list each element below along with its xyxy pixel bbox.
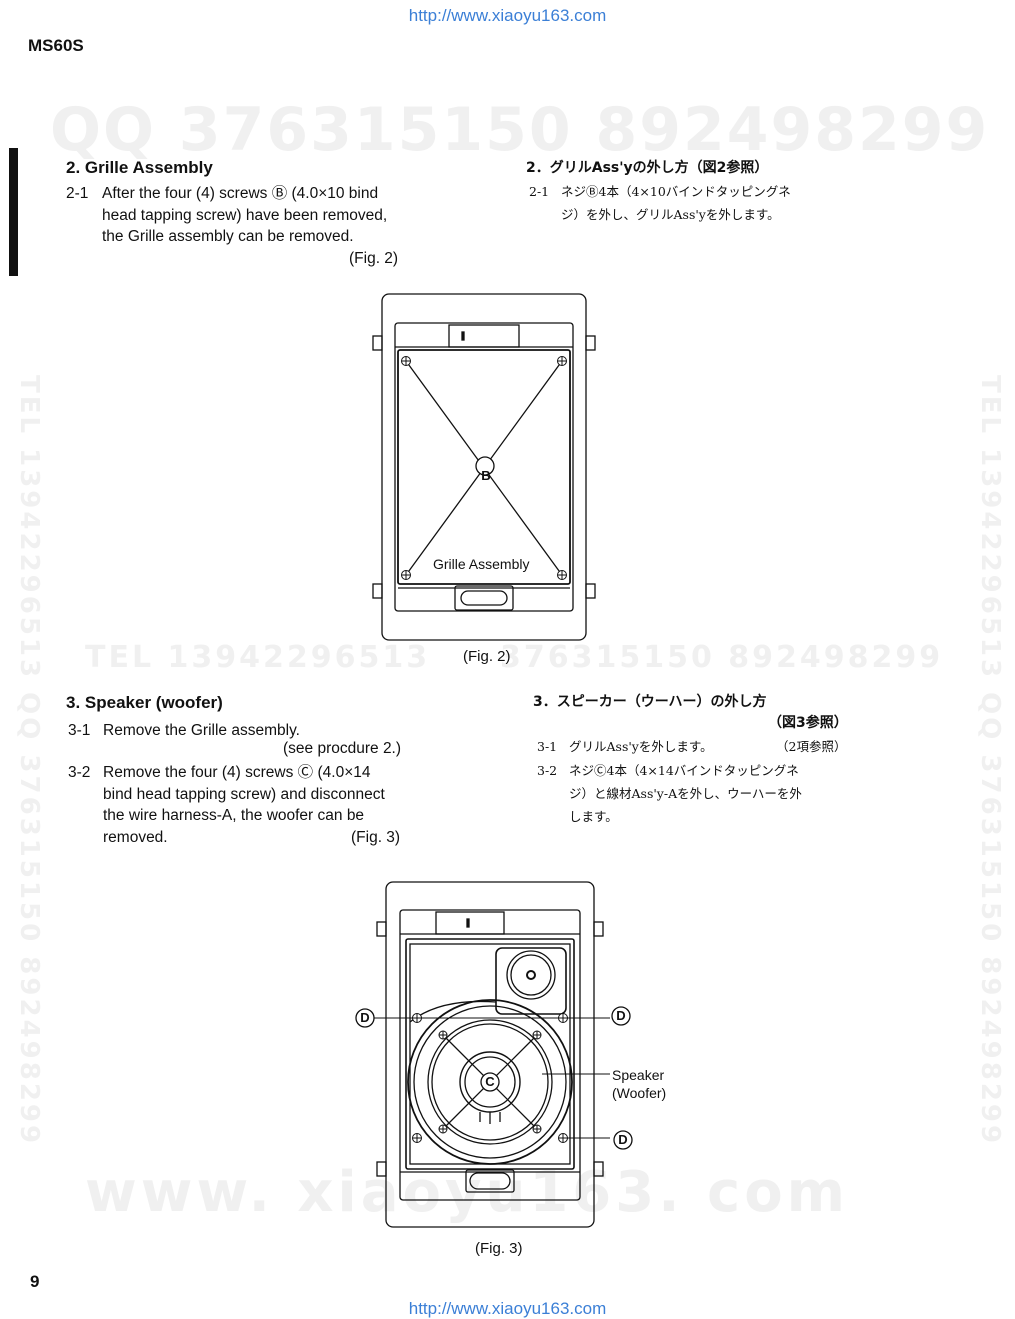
section2-step1-line1: After the four (4) screws Ⓑ (4.0×10 bind [102,185,379,202]
section2-title: 2. Grille Assembly [66,158,213,177]
model-name: MS60S [28,36,84,55]
watermark-bottom: www. xiaoyu163. com [85,1160,850,1225]
section3-jp-step1-num: 3-1 [537,739,558,754]
section3-jp-step2-num: 3-2 [537,763,558,778]
section3-step1-ref: (see procdure 2.) [283,740,402,757]
section2-step1-num: 2-1 [66,185,89,202]
section3-step2-line3: the wire harness-A, the woofer can be [103,807,365,824]
section3-step1-num: 3-1 [68,722,91,739]
watermark-top: QQ 376315150 892498299 [50,95,990,165]
figure-2-drawing [372,293,596,641]
section2-jp-step1-line2: ジ）を外し、グリルAss'yを外します。 [561,207,780,222]
footer-url: http://www.xiaoyu163.com [408,1299,607,1318]
section3-fig-ref: (Fig. 3) [351,828,401,846]
section2-jp-title: 2．グリルAss'yの外し方（図2参照） [526,160,769,176]
page-number: 9 [30,1272,40,1291]
figure-3-screw-d-label-left: D [360,1010,370,1025]
watermark-mid-right: 376315150 892498299 [500,640,944,675]
section3-jp-title-ref: （図3参照） [768,715,848,731]
figure-3-screw-d-label-right-bottom: D [618,1132,628,1147]
margin-bar [9,148,18,276]
figure-3-screw-d-label-right-top: D [616,1008,626,1023]
figure-2-screw-label: B [481,468,491,483]
figure-3-speaker-label-line2: (Woofer) [612,1085,667,1101]
watermark-side-left: TEL 13942296513 QQ 376315150 892498299 [14,375,44,1147]
section3-jp-step1-ref: （2項参照） [776,739,847,754]
figure-3-drawing [355,881,633,1228]
section3-jp-step2-line1: ネジⒸ4本（4×14バインドタッピングネ [569,763,799,778]
section3-step2-line1: Remove the four (4) screws Ⓒ (4.0×14 [103,764,371,781]
figure-2-grille-label: Grille Assembly [433,556,530,572]
section3-step2-line4: removed. [103,828,168,846]
section3-jp-step2-line3: します。 [569,809,618,824]
section2-fig-ref: (Fig. 2) [349,249,399,267]
watermark-side-right: TEL 13942296513 QQ 376315150 892498299 [975,375,1005,1147]
section2-step1-line3: the Grille assembly can be removed. [102,228,354,245]
section2-step1-line2: head tapping screw) have been removed, [102,206,388,224]
section3-step2-line2: bind head tapping screw) and disconnect [103,785,385,803]
watermark-mid-left: TEL 13942296513 [85,640,431,675]
section3-step1-line: Remove the Grille assembly. [103,722,300,739]
section3-jp-step2-line2: ジ）と線材Ass'y-Aを外し、ウーハーを外 [569,786,802,801]
section3-jp-step1: グリルAss'yを外します。 [569,739,713,754]
section3-title: 3. Speaker (woofer) [66,693,223,712]
header-url: http://www.xiaoyu163.com [408,6,607,25]
figure-3-screw-c-label: C [485,1074,495,1089]
figure-2-caption: (Fig. 2) [463,648,511,665]
section3-step2-num: 3-2 [68,764,91,781]
figure-3-caption: (Fig. 3) [475,1240,523,1257]
section2-jp-step1-line1: ネジⒷ4本（4×10バインドタッピングネ [561,184,791,199]
figure-3-speaker-label-line1: Speaker [612,1067,665,1083]
section2-jp-step1-num: 2-1 [529,184,550,199]
section3-jp-title: 3．スピーカー（ウーハー）の外し方 [533,694,767,710]
